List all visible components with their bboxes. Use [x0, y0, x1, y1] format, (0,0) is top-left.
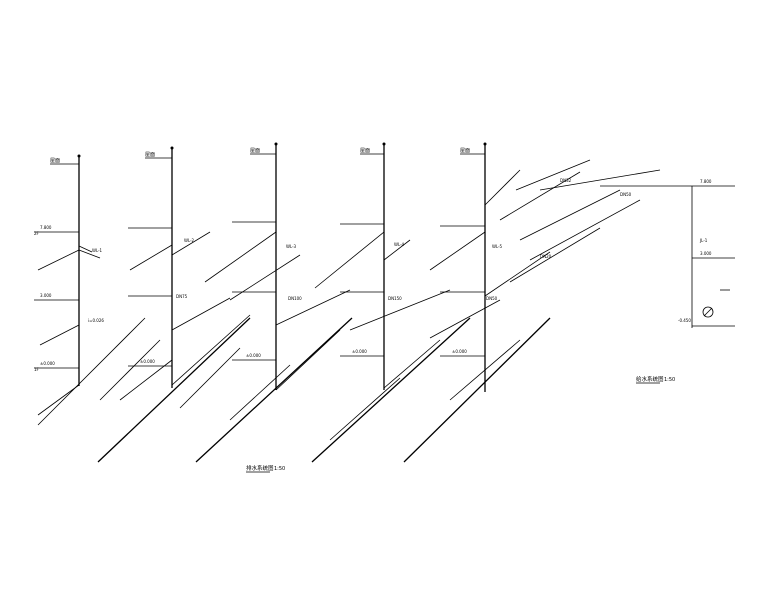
- floor-elev: ±0.000: [140, 359, 155, 364]
- roof-label: 屋面: [250, 148, 260, 154]
- roof-label: 屋面: [460, 148, 470, 154]
- supply-system: 7.800 DN32 DN50 DN20 3.000 -0.450 JL-1: [499, 159, 735, 328]
- roof-label: 屋面: [145, 152, 155, 158]
- riser-id: WL-4: [394, 242, 405, 247]
- drainage-caption: 排水系统图 1:50: [246, 464, 285, 473]
- pipe-label: DN75: [176, 294, 188, 299]
- riser-id: WL-5: [492, 244, 503, 249]
- supply-elev-top: 7.800: [700, 179, 712, 184]
- floor-elev: ±0.000: [452, 349, 467, 354]
- supply-caption: 给水系统图 1:50: [636, 375, 675, 384]
- floor-elev: 7.800: [40, 225, 52, 230]
- supply-riser-id: JL-1: [699, 238, 708, 243]
- drainage-riser-3: 屋面 ±0.000 WL-3 DN100: [195, 142, 353, 463]
- riser-id: WL-3: [286, 244, 297, 249]
- supply-pipe-label: DN50: [620, 192, 632, 197]
- supply-elev-low: -0.450: [678, 318, 691, 323]
- supply-pipe-label: DN20: [540, 254, 552, 259]
- riser-id: WL-2: [184, 238, 195, 243]
- drainage-scale: 1:50: [274, 466, 285, 472]
- drainage-title: 排水系统图: [246, 464, 274, 472]
- floor-label: 2F: [34, 231, 40, 236]
- supply-pipe-label: DN32: [560, 178, 572, 183]
- roof-label: 屋面: [360, 148, 370, 154]
- pipe-label: i=0.026: [88, 318, 104, 323]
- pipe-label: DN150: [388, 296, 402, 301]
- pipe-label: DN100: [288, 296, 302, 301]
- supply-title: 给水系统图: [636, 375, 664, 383]
- drainage-riser-1: 屋面 7.800 2F 3.000 ±0.000 1F WL-1 i=0.026: [34, 154, 161, 426]
- drainage-riser-4: 屋面 ±0.000 WL-4 DN150: [311, 142, 471, 463]
- riser-id: WL-1: [92, 248, 103, 253]
- floor-elev: ±0.000: [246, 353, 261, 358]
- floor-elev: 3.000: [40, 293, 52, 298]
- floor-elev: ±0.000: [40, 361, 55, 366]
- pipe-label: DN50: [486, 296, 498, 301]
- floor-label: 1F: [34, 367, 40, 372]
- drainage-riser-2: 屋面 ±0.000 WL-2 DN75: [97, 146, 251, 463]
- supply-scale: 1:50: [664, 377, 675, 383]
- supply-elev-mid: 3.000: [700, 251, 712, 256]
- roof-label: 屋面: [50, 158, 60, 164]
- drainage-riser-5: 屋面 ±0.000 WL-5 DN50: [403, 142, 551, 463]
- floor-elev: ±0.000: [352, 349, 367, 354]
